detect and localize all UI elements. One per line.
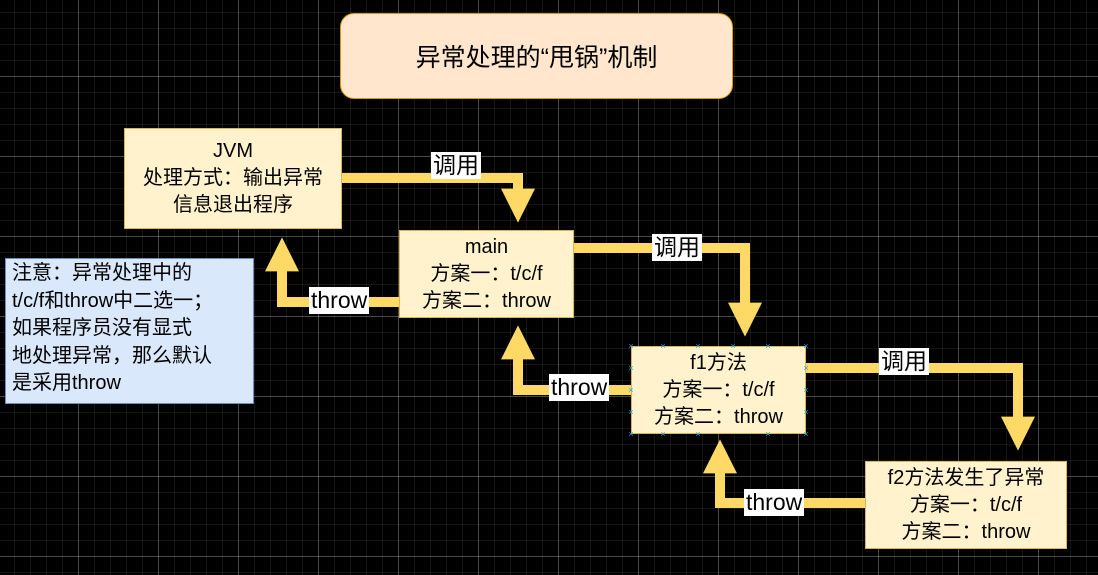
selection-handle-icon[interactable]: ×: [803, 407, 809, 417]
selection-handle-icon[interactable]: ×: [803, 341, 809, 351]
node-f1-line-2: 方案一：t/c/f: [662, 378, 775, 401]
node-jvm-line-2: 处理方式：输出异常: [143, 167, 323, 189]
node-f2[interactable]: f2方法发生了异常 方案一：t/c/f 方案二：throw: [865, 461, 1067, 549]
note-line-2: t/c/f和throw中二选一；: [12, 289, 214, 312]
edge-label-jvm-to-main[interactable]: 调用: [431, 152, 481, 179]
node-main-line-3: 方案二：throw: [422, 289, 551, 312]
node-f1-line-1: f1方法: [690, 351, 747, 374]
edge-label-f2-to-f1[interactable]: throw: [744, 489, 805, 516]
node-main[interactable]: main 方案一：t/c/f 方案二：throw: [399, 230, 574, 318]
node-f2-line-3: 方案二：throw: [901, 520, 1031, 543]
selection-handle-icon[interactable]: ×: [628, 385, 634, 395]
note-line-1: 注意：异常处理中的: [12, 262, 192, 284]
node-jvm-line-1: JVM: [213, 140, 253, 162]
selection-handle-icon[interactable]: ×: [660, 341, 666, 351]
node-f1-line-3: 方案二：throw: [654, 405, 783, 428]
selection-handle-icon[interactable]: ×: [803, 429, 809, 439]
node-jvm-line-3: 信息退出程序: [173, 194, 293, 216]
node-f2-line-2: 方案一：t/c/f: [909, 493, 1023, 516]
selection-handle-icon[interactable]: ×: [765, 429, 771, 439]
selection-handle-icon[interactable]: ×: [628, 407, 634, 417]
selection-handle-icon[interactable]: ×: [765, 341, 771, 351]
note-box[interactable]: 注意：异常处理中的 t/c/f和throw中二选一； 如果程序员没有显式 地处理…: [5, 258, 254, 404]
selection-handle-icon[interactable]: ×: [660, 429, 666, 439]
edge-label-main-to-f1[interactable]: 调用: [652, 234, 702, 261]
node-f1[interactable]: f1方法 方案一：t/c/f 方案二：throw: [631, 346, 806, 434]
arrow-main-to-f1[interactable]: [574, 243, 763, 337]
diagram-title-text: 异常处理的“甩锅”机制: [415, 44, 658, 72]
selection-handle-icon[interactable]: ×: [628, 341, 634, 351]
edge-label-f1-to-main[interactable]: throw: [549, 374, 610, 401]
selection-handle-icon[interactable]: ×: [628, 363, 634, 373]
note-line-5: 是采用throw: [12, 372, 121, 394]
selection-handle-icon[interactable]: ×: [803, 363, 809, 373]
selection-handle-icon[interactable]: ×: [803, 385, 809, 395]
node-f2-line-1: f2方法发生了异常: [887, 466, 1045, 489]
node-main-line-1: main: [464, 235, 509, 258]
edge-label-main-to-jvm[interactable]: throw: [309, 287, 370, 314]
node-main-line-2: 方案一：t/c/f: [430, 262, 543, 285]
note-line-3: 如果程序员没有显式: [12, 317, 192, 339]
arrow-f1-to-f2[interactable]: [806, 363, 1036, 451]
node-jvm[interactable]: JVM 处理方式：输出异常 信息退出程序: [124, 128, 342, 229]
edge-label-f1-to-f2[interactable]: 调用: [879, 348, 929, 375]
arrow-jvm-to-main[interactable]: [342, 173, 536, 223]
note-line-4: 地处理异常，那么默认: [12, 344, 212, 367]
diagram-title[interactable]: 异常处理的“甩锅”机制: [340, 13, 733, 99]
selection-handle-icon[interactable]: ×: [628, 429, 634, 439]
selection-handle-icon[interactable]: ×: [695, 429, 701, 439]
selection-handle-icon[interactable]: ×: [695, 341, 701, 351]
arrow-f2-to-f1[interactable]: [702, 439, 865, 508]
selection-handle-icon[interactable]: ×: [730, 341, 736, 351]
